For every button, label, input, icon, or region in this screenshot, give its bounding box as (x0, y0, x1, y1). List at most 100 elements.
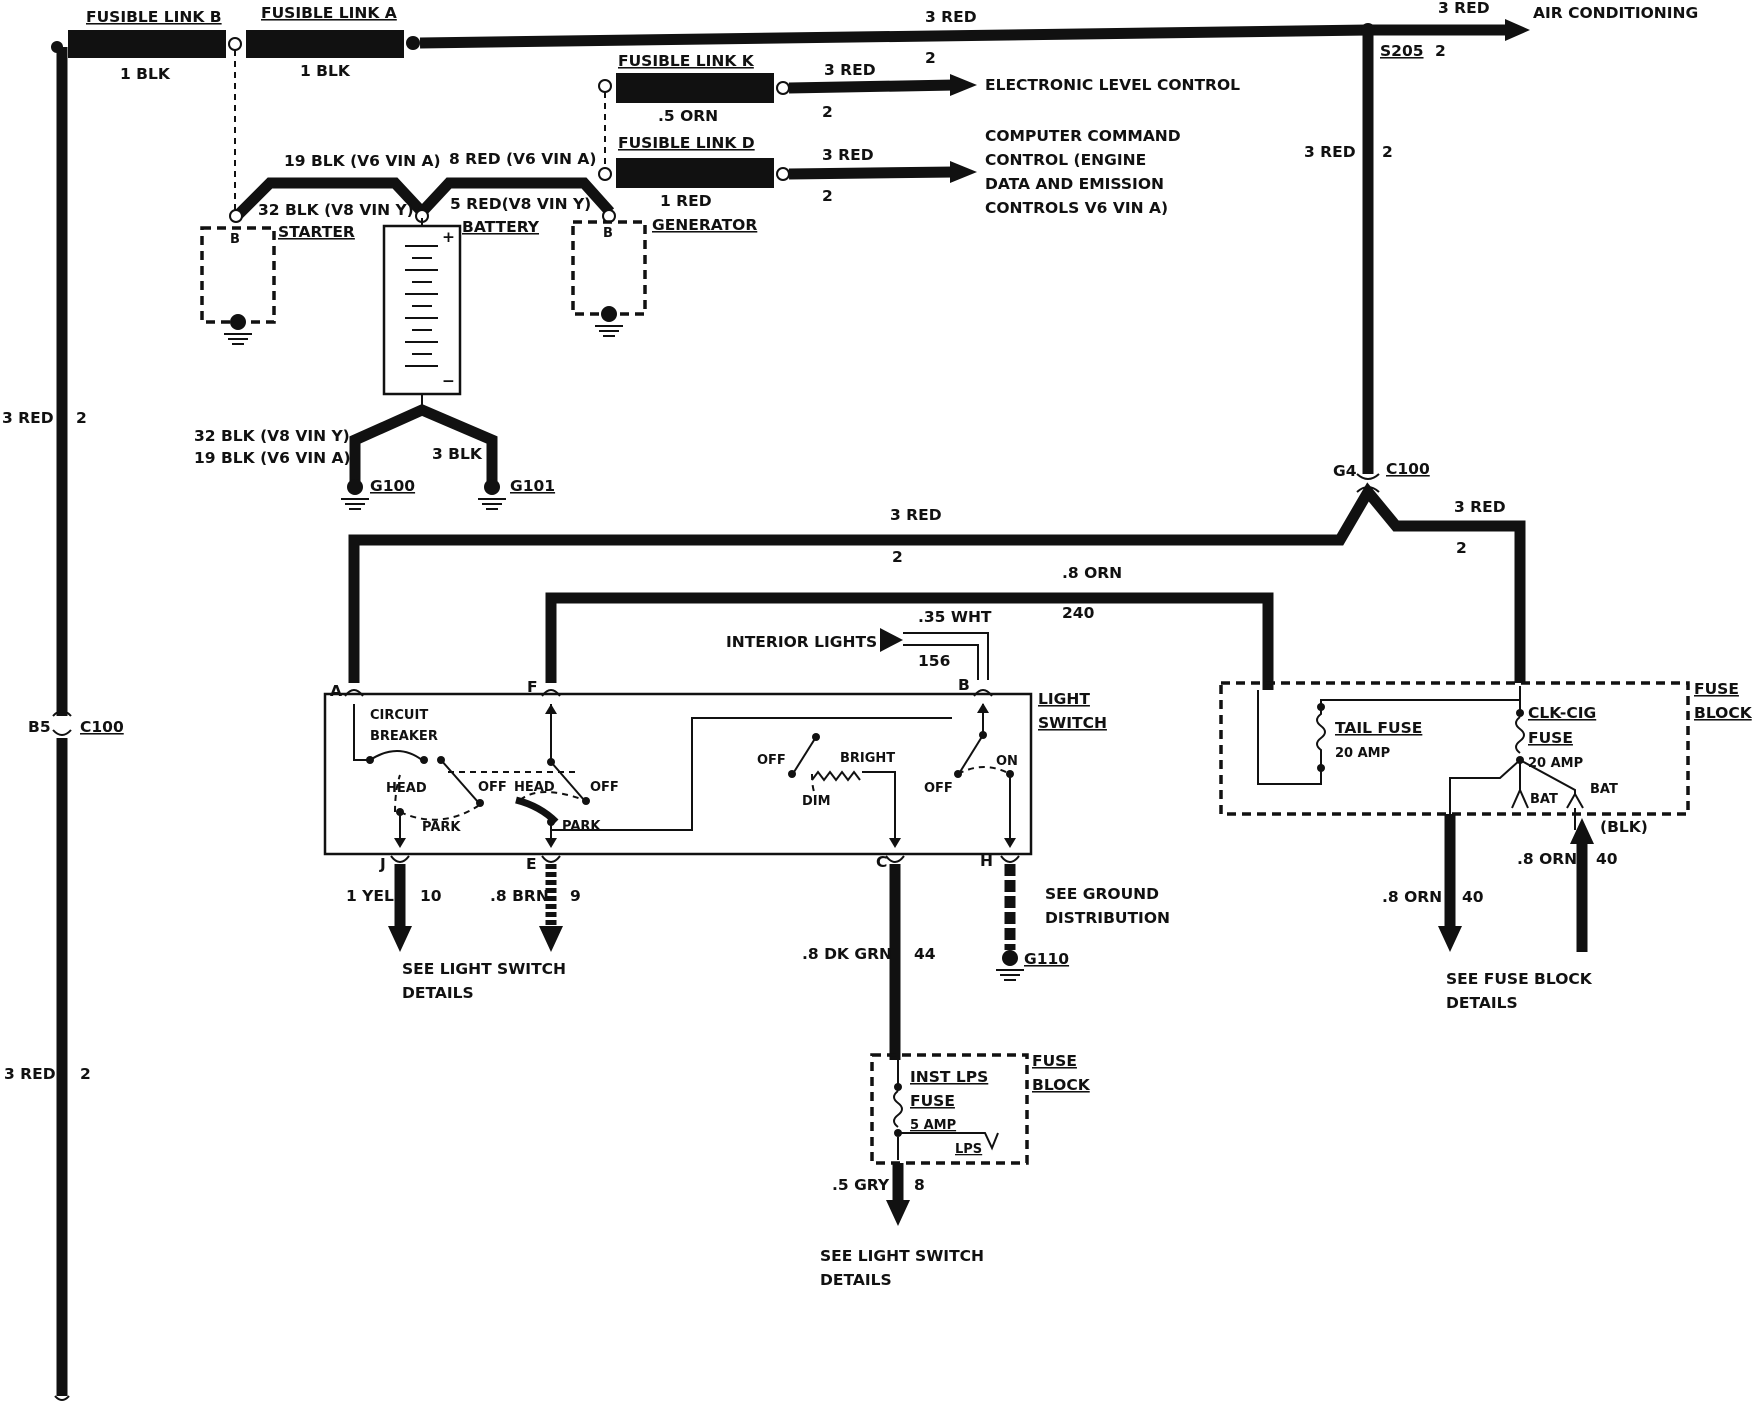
open-terminal (776, 167, 790, 181)
connector-c100-left (52, 729, 72, 736)
park-feed-line (551, 717, 952, 831)
label-ccc: CONTROLS V6 VIN A) (985, 199, 1168, 217)
pin-a-connector (344, 689, 364, 697)
label-see-ground: SEE GROUND (1045, 885, 1159, 903)
label-9: 9 (570, 887, 581, 905)
label-battery: BATTERY (462, 218, 540, 236)
arrow-ccc (950, 161, 977, 183)
light-switch-box (323, 692, 1033, 856)
label-off: OFF (478, 780, 507, 795)
label-park: PARK (422, 820, 461, 835)
label-b5: B5 (28, 718, 51, 736)
pin-e-connector (541, 855, 561, 863)
label-g110: G110 (1024, 950, 1069, 968)
label-lps: LPS (955, 1142, 982, 1157)
label-5gry: .5 GRY (832, 1176, 890, 1194)
label-240: 240 (1062, 604, 1095, 622)
label-head: HEAD (386, 781, 427, 796)
light-switch (323, 689, 1033, 863)
battery-plus: + (442, 228, 455, 246)
inst-lps-fuse-block (870, 1053, 1029, 1226)
label-circuit-2: 2 (1435, 42, 1446, 60)
label-1blk: 1 BLK (300, 62, 351, 80)
label-circuit-2: 2 (76, 409, 87, 427)
wire-3red-split (348, 482, 1526, 683)
label-3red: 3 RED (4, 1065, 56, 1083)
label-pin-c: C (876, 853, 887, 871)
label-8orn: .8 ORN (1062, 564, 1122, 582)
battery-minus: − (442, 372, 455, 390)
label-pin-j: J (379, 855, 386, 873)
breaker-lead (353, 704, 368, 761)
label-interior-lights: INTERIOR LIGHTS (726, 633, 877, 651)
label-bright: BRIGHT (840, 751, 895, 766)
label-3red: 3 RED (890, 506, 942, 524)
label-bat: BAT (1590, 782, 1618, 797)
label-c100: C100 (80, 718, 124, 736)
open-terminal (776, 81, 790, 95)
label-circuit-2: 2 (892, 548, 903, 566)
label-park: PARK (562, 819, 601, 834)
label-circuit-2: 2 (822, 103, 833, 121)
label-10: 10 (420, 887, 442, 905)
circuit-breaker-arc (369, 750, 423, 761)
label-fusible-link-k: FUSIBLE LINK K (618, 52, 755, 70)
arrow-down (539, 926, 563, 952)
label-circuit-2: 2 (925, 49, 936, 67)
ground-dot (230, 314, 246, 330)
label-inst-lps: INST LPS (910, 1068, 988, 1086)
wire-8orn-240 (545, 592, 1274, 690)
tail-fuse-lead (1257, 690, 1322, 785)
generator-terminal (602, 209, 616, 223)
wire-35wht-156 (903, 644, 979, 680)
label-pin-f: F (527, 678, 538, 696)
label-generator: GENERATOR (652, 216, 757, 234)
pin-j-connector (390, 855, 410, 863)
arrow-interior-lights (880, 628, 903, 652)
label-ccc: COMPUTER COMMAND (985, 127, 1181, 145)
label-light: LIGHT (1038, 690, 1090, 708)
label-details: DETAILS (1446, 994, 1518, 1012)
ground-g100 (347, 479, 363, 495)
arrow-up (1570, 818, 1594, 844)
label-see-light-switch: SEE LIGHT SWITCH (402, 960, 566, 978)
open-terminal (598, 167, 612, 181)
label-breaker: BREAKER (370, 729, 438, 744)
label-g4: G4 (1333, 462, 1357, 480)
label-8orn: .8 ORN (1517, 850, 1577, 868)
label-off: OFF (590, 780, 619, 795)
label-c100: C100 (1386, 460, 1430, 478)
label-g100: G100 (370, 477, 415, 495)
label-3blk: 3 BLK (432, 445, 483, 463)
pin-h-connector (1000, 855, 1020, 863)
label-circuit-2: 2 (1382, 143, 1393, 161)
label-5red: 5 RED(V8 VIN Y) (450, 195, 591, 213)
label-tail-fuse: TAIL FUSE (1335, 719, 1422, 737)
label-generator-b: B (603, 226, 613, 241)
label-32blk: 32 BLK (V8 VIN Y) (194, 427, 350, 445)
label-s205: S205 (1380, 42, 1424, 60)
label-8: 8 (914, 1176, 925, 1194)
label-see-fuse-block: SEE FUSE BLOCK (1446, 970, 1593, 988)
label-pin-h: H (980, 852, 993, 870)
wire-3red-main (419, 24, 1369, 49)
connector-c100-left (52, 710, 72, 717)
label-clk-cig: CLK-CIG (1528, 704, 1596, 722)
label-ccc: CONTROL (ENGINE (985, 151, 1146, 169)
wire-end-cap (54, 1395, 70, 1401)
label-fuse: FUSE (1032, 1052, 1077, 1070)
wire-19blk (234, 177, 427, 219)
wire-8red (417, 177, 615, 216)
label-1blk: 1 BLK (120, 65, 171, 83)
battery-cells (405, 245, 438, 367)
label-distribution: DISTRIBUTION (1045, 909, 1170, 927)
fuse-element (893, 1090, 903, 1128)
label-40: 40 (1462, 888, 1484, 906)
label-fusible-link-d: FUSIBLE LINK D (618, 134, 755, 152)
fusible-link-k-circuit (598, 73, 977, 168)
label-8red: 8 RED (V6 VIN A) (449, 150, 596, 168)
open-terminal (598, 79, 612, 93)
fusible-link-d (616, 158, 774, 188)
c100-split (348, 473, 1526, 690)
label-circuit-2: 2 (80, 1065, 91, 1083)
